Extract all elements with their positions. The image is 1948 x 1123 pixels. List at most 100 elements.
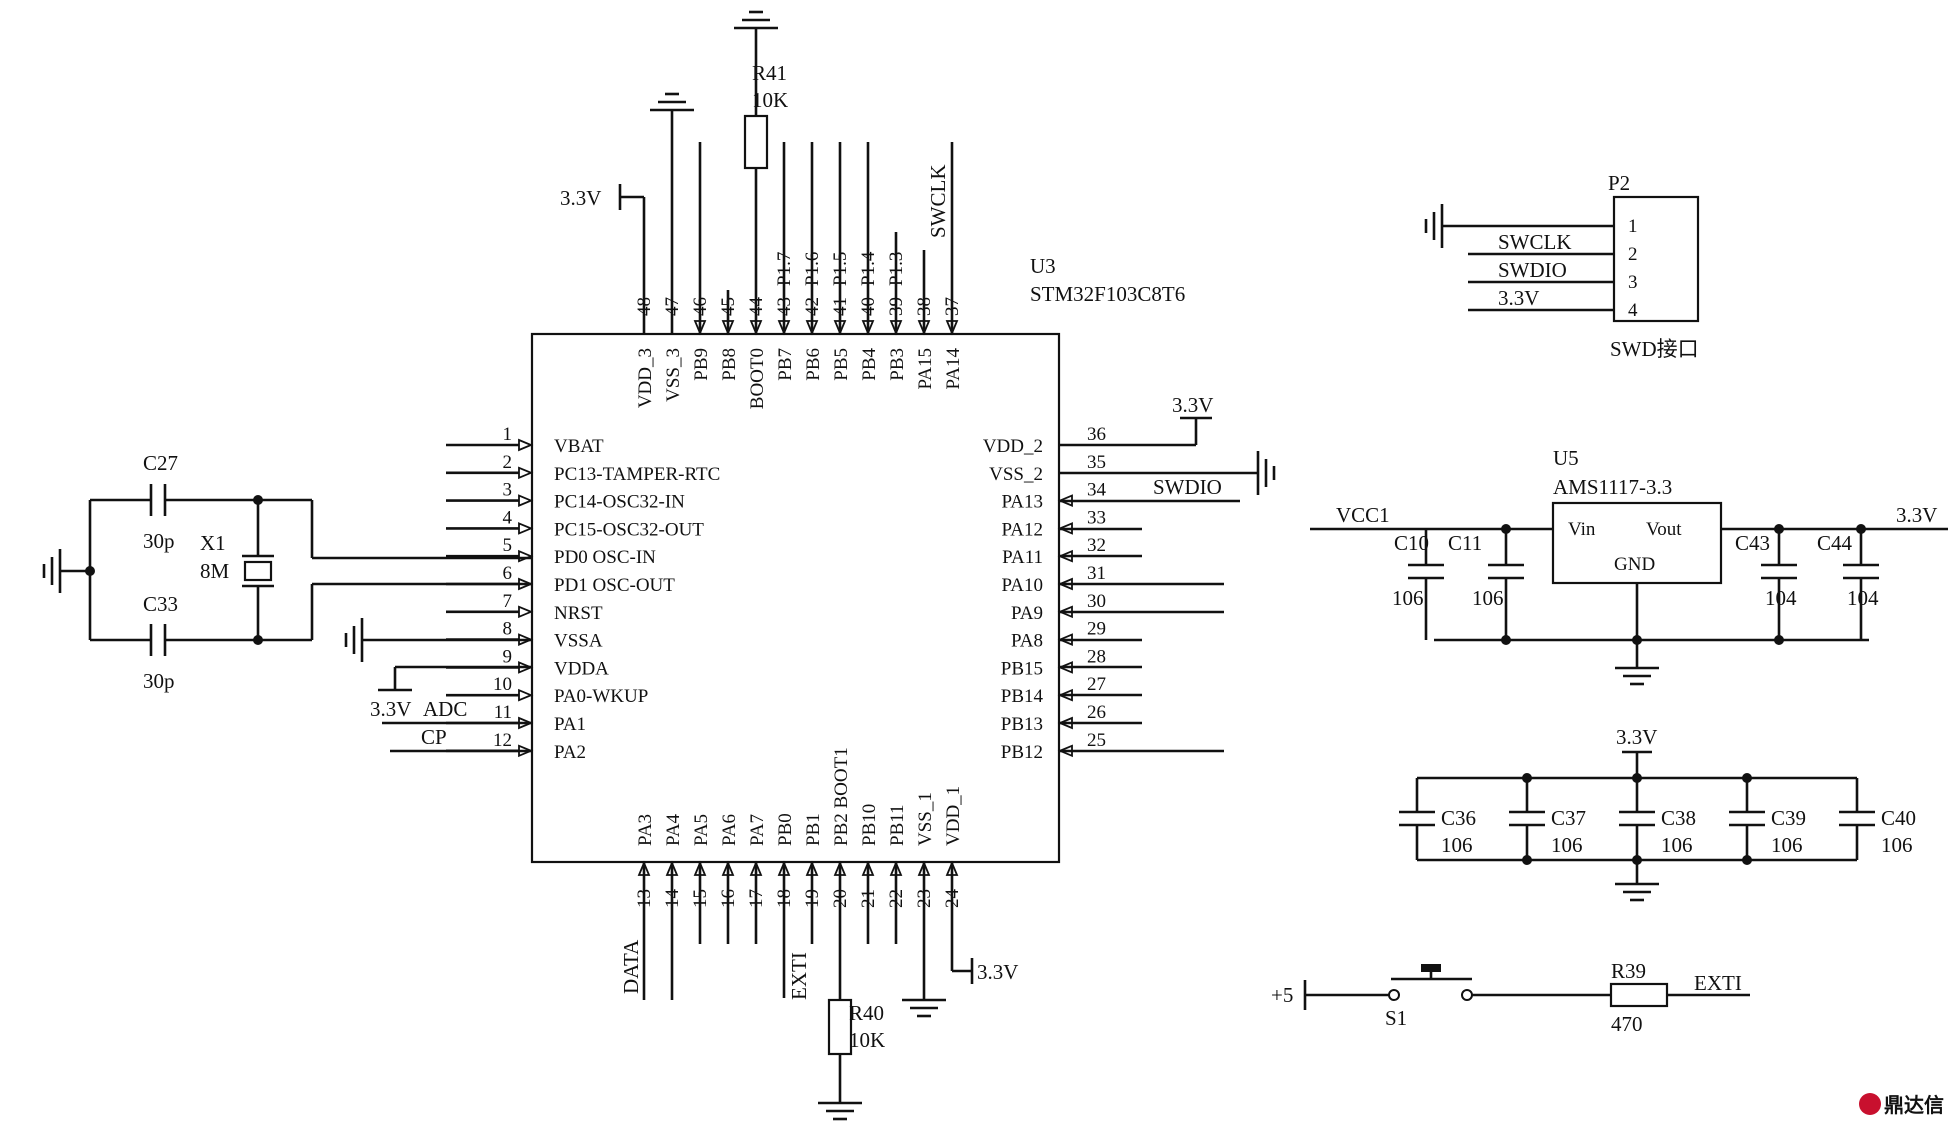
cap-value: 106 [1472, 586, 1504, 610]
u5-body [1551, 501, 1723, 585]
pin-number: 28 [1087, 646, 1106, 667]
pin-number: 1 [503, 424, 513, 445]
cap-ref: C38 [1661, 806, 1696, 830]
r40-value: 10K [849, 1028, 885, 1052]
pin-number: 3 [1628, 272, 1638, 293]
pin-name: PC15-OSC32-OUT [554, 519, 704, 540]
c27-capacitor [149, 484, 167, 516]
pin-name: PB15 [1001, 658, 1043, 679]
r40-ground-symbol [816, 1101, 864, 1121]
cap-ref: C36 [1441, 806, 1476, 830]
pin-name: PA1 [554, 714, 586, 735]
c33-value: 30p [143, 669, 175, 693]
u3-ref: U3 [1030, 254, 1056, 278]
pin-name: PD0 OSC-IN [554, 547, 656, 568]
u5-vout-label: Vout [1646, 519, 1682, 540]
c33-capacitor [149, 624, 167, 656]
pin-name: PB1 [803, 813, 824, 846]
pin-number: 4 [1628, 300, 1638, 321]
pin-number: 36 [1087, 424, 1106, 445]
c27-value: 30p [143, 529, 175, 553]
pin-number: 27 [1087, 674, 1106, 695]
cap-ref: C11 [1448, 531, 1482, 555]
p2-ref: P2 [1608, 171, 1630, 195]
vss1-ground-symbol [900, 998, 948, 1018]
pin-name: PA5 [691, 814, 712, 846]
p2-caption: SWD接口 [1610, 337, 1699, 361]
pin-number: 31 [1087, 563, 1106, 584]
c33-ref: C33 [143, 592, 178, 616]
watermark-text: 鼎达信 [1884, 1093, 1944, 1117]
x1-value: 8M [200, 559, 230, 583]
pin-number: 29 [1087, 619, 1106, 640]
pin-name: VDD_1 [943, 786, 964, 846]
pin-name: PA7 [747, 814, 768, 846]
pin-name: PA8 [1011, 631, 1043, 652]
pin-name: PA3 [635, 814, 656, 846]
pin-number: 8 [503, 619, 513, 640]
cap-value: 106 [1881, 833, 1913, 857]
pin-name: PA15 [915, 348, 936, 390]
watermark: 鼎达信 [1859, 1093, 1944, 1117]
switch-s1-section: +5 S1 R39 470 EXTI [1271, 959, 1750, 1036]
u5-vin-label: Vin [1568, 519, 1596, 540]
r41-value: 10K [752, 88, 788, 112]
pin-number: 5 [503, 535, 513, 556]
pin-number: 9 [503, 646, 513, 667]
pin-name: VBAT [554, 436, 604, 457]
pin-number: 3 [503, 480, 513, 501]
cap-ref: C43 [1735, 531, 1770, 555]
cap-value: 106 [1661, 833, 1693, 857]
pin-name: PA4 [663, 813, 684, 846]
vdda-net-label: 3.3V [370, 697, 411, 721]
pin-number: 12 [493, 730, 512, 751]
cap-value: 106 [1771, 833, 1803, 857]
mcu-u3: U3 STM32F103C8T6 1VBAT2PC13-TAMPER-RTC3P… [446, 251, 1185, 908]
pin-name: PB2 BOOT1 [831, 747, 852, 846]
exti-net-label-right: EXTI [1694, 971, 1742, 995]
r39-value: 470 [1611, 1012, 1643, 1036]
pin-number: 6 [503, 563, 513, 584]
pin-name: PA2 [554, 742, 586, 763]
u3-body [530, 332, 1061, 864]
swdio-net-label: SWDIO [1153, 475, 1222, 499]
pin-name: PB8 [719, 348, 740, 381]
pin-name: PA12 [1001, 519, 1043, 540]
x1-ref: X1 [200, 531, 226, 555]
pin-name: PD1 OSC-OUT [554, 575, 675, 596]
decouple-ground-symbol [1613, 882, 1661, 902]
pin-net: SWDIO [1498, 258, 1567, 282]
plus5-net-label: +5 [1271, 983, 1293, 1007]
pin-name: PC13-TAMPER-RTC [554, 464, 720, 485]
vout-net-label: 3.3V [1896, 503, 1937, 527]
s1-ref: S1 [1385, 1006, 1407, 1030]
vdd1-net-label: 3.3V [977, 960, 1018, 984]
pin-name: VSS_1 [915, 792, 936, 846]
p2-pin-1: 1 [1628, 216, 1638, 237]
pin-number: 25 [1087, 730, 1106, 751]
exti-net-label-bottom: EXTI [787, 952, 811, 1000]
vssa-ground-symbol [344, 616, 364, 664]
p2-body [1612, 195, 1700, 323]
pin-number: 2 [503, 452, 513, 473]
pin-name: PB10 [859, 804, 880, 846]
cap-ref: C40 [1881, 806, 1916, 830]
